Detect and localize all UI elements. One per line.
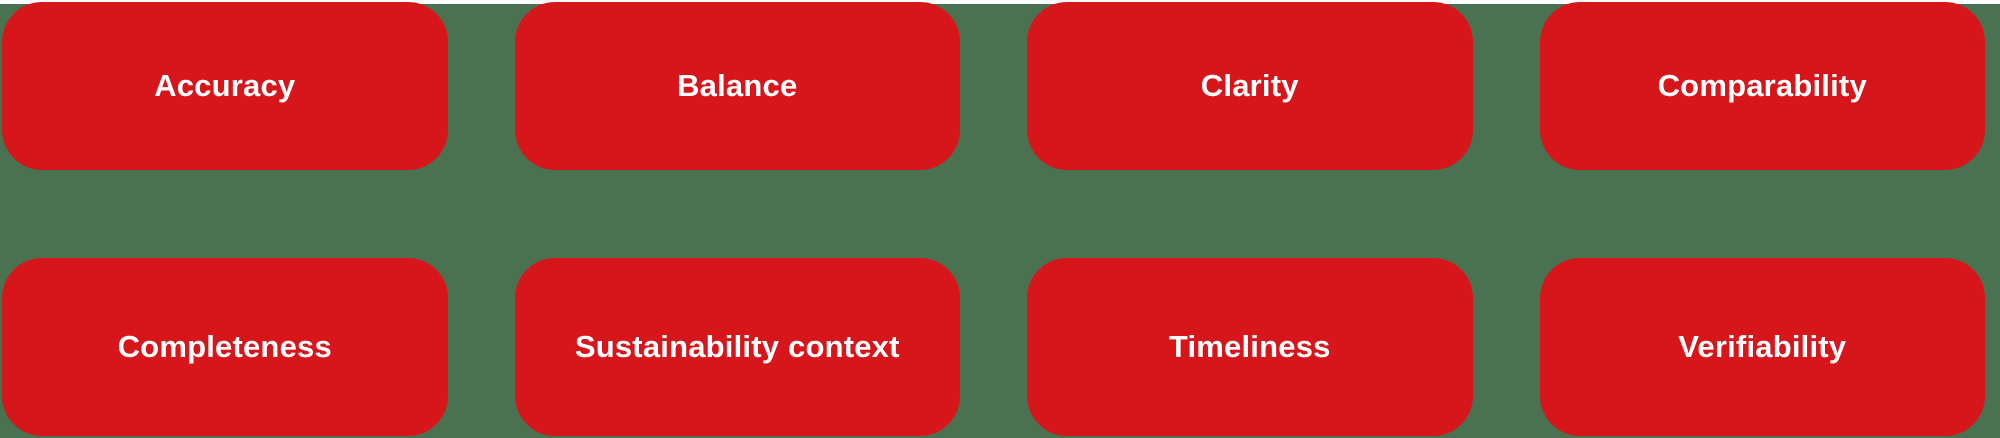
principle-card-balance: Balance <box>514 2 960 170</box>
principle-label: Balance <box>677 68 798 103</box>
principle-label: Completeness <box>117 329 332 364</box>
principle-label: Accuracy <box>154 68 296 103</box>
principle-card-timeliness: Timeliness <box>1027 258 1473 436</box>
principle-card-verifiability: Verifiability <box>1539 258 1985 436</box>
principle-card-sustainability-context: Sustainability context <box>514 258 960 436</box>
principle-card-accuracy: Accuracy <box>2 2 448 170</box>
principle-card-comparability: Comparability <box>1539 2 1985 170</box>
principle-label: Comparability <box>1657 68 1867 103</box>
principle-label: Sustainability context <box>574 329 900 364</box>
principle-label: Clarity <box>1200 68 1299 103</box>
principle-label: Verifiability <box>1678 329 1847 364</box>
principle-card-completeness: Completeness <box>2 258 448 436</box>
principle-card-clarity: Clarity <box>1027 2 1473 170</box>
principle-label: Timeliness <box>1168 329 1331 364</box>
